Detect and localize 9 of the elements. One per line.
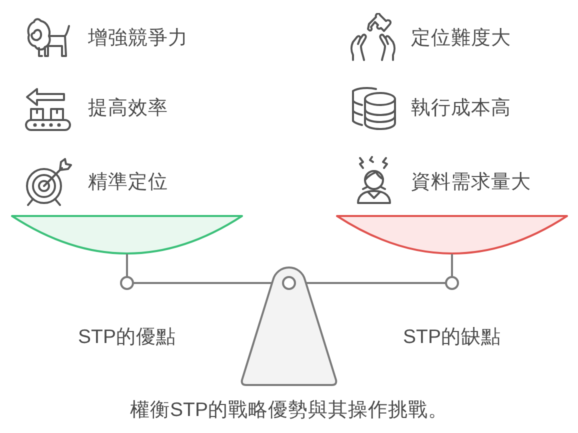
item-label: 增強競爭力: [88, 26, 188, 51]
caption: 權衡STP的戰略優勢與其操作挑戰。: [130, 398, 448, 423]
scale-side-label: STP的缺點: [403, 325, 501, 350]
item-label: 執行成本高: [411, 96, 511, 121]
item-label: 資料需求量大: [411, 170, 531, 195]
item-label: 提高效率: [88, 96, 168, 121]
item-label: 定位難度大: [411, 26, 511, 51]
item-label: 精準定位: [88, 170, 168, 195]
scale-side-label: STP的優點: [78, 325, 176, 350]
